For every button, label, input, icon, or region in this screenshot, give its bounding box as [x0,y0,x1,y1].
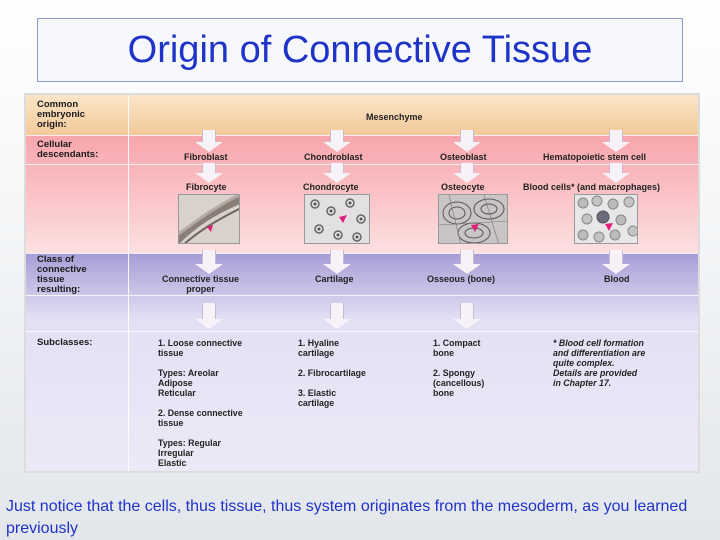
mature-cell-1: Fibrocyte [186,182,227,192]
subclasses-cartilage: 1. Hyaline cartilage 2. Fibrocartilage 3… [298,338,366,408]
tissue-class-3: Osseous (bone) [427,274,496,284]
mature-cell-3: Osteocyte [441,182,485,192]
connective-tissue-diagram: Common embryonic origin: Cellular descen… [24,93,700,473]
tissue-class-4: Blood [604,274,630,284]
mature-cell-4: Blood cells* (and macrophages) [523,182,661,192]
slide-title-box: Origin of Connective Tissue [37,18,683,82]
subclasses-connective-proper: 1. Loose connective tissue Types: Areola… [158,338,243,468]
origin-row-label: Common embryonic origin: [37,99,86,130]
parent-cell-3: Osteoblast [440,152,487,162]
slide-title: Origin of Connective Tissue [127,28,593,71]
mature-cell-2: Chondrocyte [303,182,359,192]
label-column-divider [128,95,129,471]
class-band [26,253,698,471]
origin-band [26,95,698,135]
osteocyte-micrograph [438,194,508,244]
tissue-class-2: Cartilage [315,274,354,284]
chondrocyte-micrograph [304,194,370,244]
row-divider [26,135,698,136]
parent-cell-4: Hematopoietic stem cell [543,152,647,162]
tissue-class-1: Connective tissue proper [162,274,240,294]
subclasses-bone: 1. Compact bone 2. Spongy (cancellous) b… [433,338,485,398]
parent-cell-2: Chondroblast [304,152,363,162]
slide-caption: Just notice that the cells, thus tissue,… [6,498,688,537]
class-row-label: Class of connective tissue resulting: [37,254,87,295]
descendants-row-label: Cellular descendants: [37,139,99,160]
subclasses-row-label: Subclasses: [37,337,93,348]
blood-footnote: * Blood cell formation and differentiati… [553,338,646,388]
blood-cells-micrograph [574,194,638,244]
row-divider [26,253,698,254]
row-divider [26,295,698,296]
row-divider [26,164,698,165]
origin-mesenchyme: Mesenchyme [366,112,423,122]
fibrocyte-micrograph [178,194,240,244]
parent-cell-1: Fibroblast [184,152,228,162]
row-divider [26,331,698,332]
